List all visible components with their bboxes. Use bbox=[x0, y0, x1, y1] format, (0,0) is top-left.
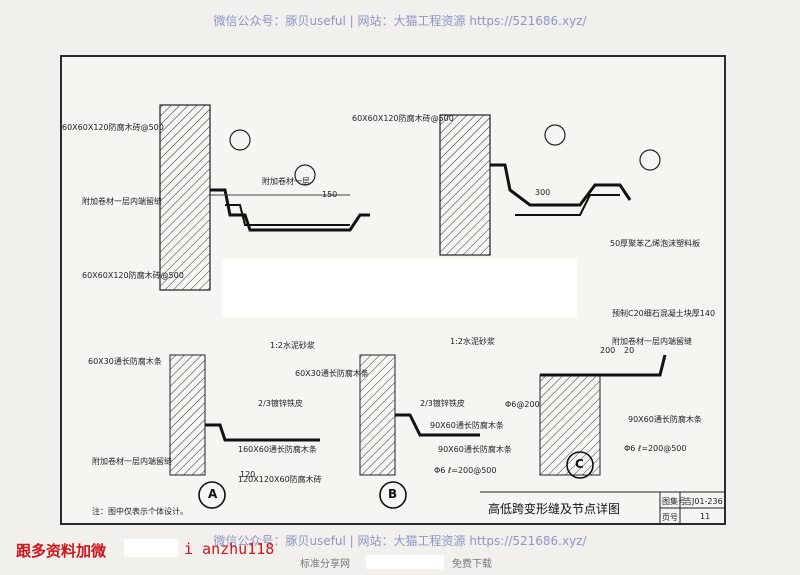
label-mid-11: 附加卷材一层内端留缝 bbox=[92, 457, 172, 466]
label-mid-17: Φ6 ℓ=200@500 bbox=[434, 466, 497, 475]
label-tr-3: 50厚聚苯乙烯泡沫塑料板 bbox=[610, 239, 701, 248]
redaction-box bbox=[222, 259, 577, 317]
label-tl-3: 60X60X120防腐木砖@500 bbox=[82, 271, 184, 280]
label-mid-15: Φ6@200 bbox=[505, 400, 540, 409]
detail-label-a: A bbox=[208, 487, 218, 501]
footer-gray-left: 标准分享网 bbox=[300, 559, 350, 570]
drawing-note: 注：图中仅表示个体设计。 bbox=[92, 507, 188, 516]
label-mid-7: 2/3镀锌铁皮 bbox=[258, 399, 303, 408]
label-mid-13: 90X60通长防腐木条 bbox=[628, 415, 702, 424]
membrane-right bbox=[490, 163, 632, 207]
label-mid-3: 1:2水泥砂浆 bbox=[270, 341, 315, 350]
page-label: 页号 bbox=[662, 513, 678, 522]
watermark-bottom: 微信公众号：豚贝useful | 网站：大猫工程资源 https://52168… bbox=[213, 534, 587, 548]
label-tl-4: 附加卷材一层 bbox=[262, 177, 310, 186]
label-mid-1: 预制C20细石混凝土块厚140 bbox=[612, 309, 716, 318]
footer-red-text: 跟多资料加微 bbox=[16, 542, 107, 560]
label-mid-14: Φ6 ℓ=200@500 bbox=[624, 444, 687, 453]
label-mid-18: 120 bbox=[240, 470, 256, 479]
wall-hatch-left bbox=[159, 104, 211, 291]
detail-label-b: B bbox=[388, 487, 398, 501]
footer-redaction bbox=[124, 539, 178, 557]
label-mid-4: 1:2水泥砂浆 bbox=[450, 337, 495, 346]
membrane-left bbox=[210, 188, 370, 232]
label-mid-8: 2/3镀锌铁皮 bbox=[420, 399, 465, 408]
label-mid-5: 60X30通长防腐木条 bbox=[88, 357, 162, 366]
technical-drawing bbox=[159, 104, 726, 525]
label-tl-5: 150 bbox=[322, 190, 338, 199]
label-tl-1: 60X60X120防腐木砖@500 bbox=[62, 123, 164, 132]
label-tr-1: 60X60X120防腐木砖@500 bbox=[352, 114, 454, 123]
label-tr-2: 300 bbox=[535, 188, 551, 197]
label-mid-9: 160X60通长防腐木条 bbox=[238, 445, 317, 454]
drawing-title: 高低跨变形缝及节点详图 bbox=[488, 502, 621, 516]
label-mid-19: 200 bbox=[600, 346, 616, 355]
atlas-number: 吉J01-236 bbox=[684, 497, 723, 506]
label-mid-10: 90X60通长防腐木条 bbox=[438, 445, 512, 454]
detail-marker-c bbox=[566, 451, 594, 479]
watermark-top: 微信公众号：豚贝useful | 网站：大猫工程资源 https://52168… bbox=[213, 14, 587, 28]
label-mid-16: 90X60通长防腐木条 bbox=[430, 421, 504, 430]
footer-gray-right: 免费下载 bbox=[452, 559, 492, 570]
footer-red-id: i anzhu118 bbox=[184, 540, 275, 558]
label-tl-2: 附加卷材一层内端留缝 bbox=[82, 197, 162, 206]
detail-label-c: C bbox=[575, 457, 584, 471]
wall-hatch-right bbox=[439, 114, 491, 256]
atlas-label: 图集号 bbox=[662, 497, 686, 506]
detail-marker-a bbox=[198, 481, 226, 509]
label-mid-2: 附加卷材一层内端留缝 bbox=[612, 337, 692, 346]
label-mid-20: 20 bbox=[624, 346, 635, 355]
page-number: 11 bbox=[700, 512, 711, 521]
footer-gray-redaction bbox=[366, 555, 444, 569]
detail-marker-b bbox=[379, 481, 407, 509]
label-mid-12: 120X120X60防腐木砖 bbox=[238, 475, 322, 484]
label-mid-6: 60X30通长防腐木条 bbox=[295, 369, 369, 378]
